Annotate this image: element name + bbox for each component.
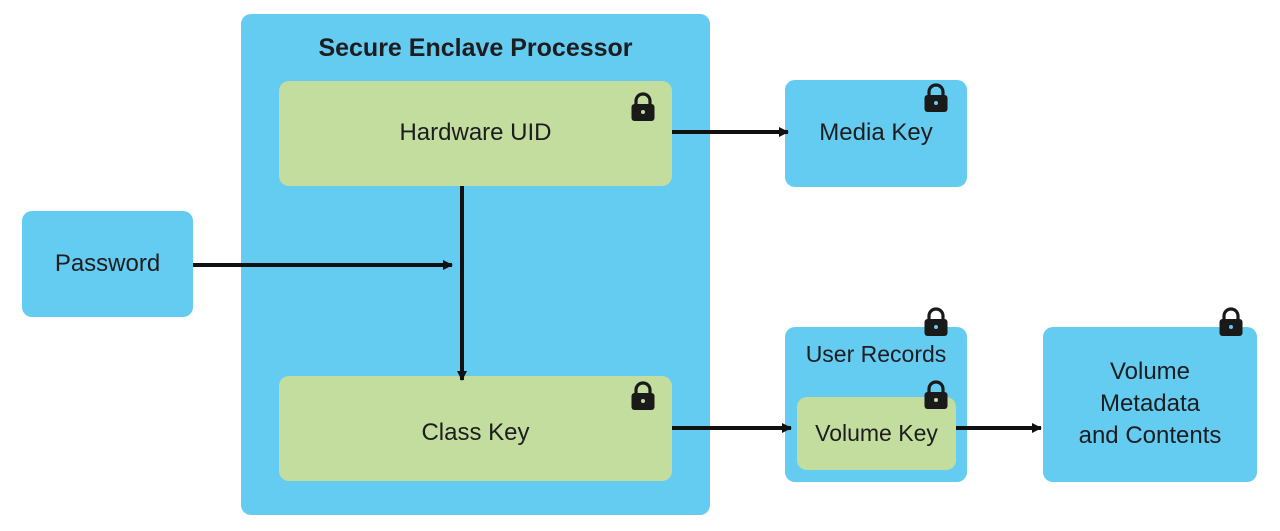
volume-key-box: Volume Key <box>797 380 956 470</box>
lock-icon <box>631 92 655 121</box>
class-key-label: Class Key <box>421 419 530 446</box>
media-key-box: Media Key <box>785 80 967 187</box>
password-label: Password <box>54 250 161 277</box>
volume-metadata-box: Volume Metadata and Contents <box>1043 307 1257 482</box>
lock-icon <box>1219 307 1243 336</box>
class-key-box: Class Key <box>279 376 672 481</box>
password-box: Password <box>22 211 193 317</box>
user-records-label: User Records <box>805 341 947 367</box>
volume-metadata-label: Volume Metadata and Contents <box>1078 358 1222 449</box>
lock-icon <box>631 381 655 410</box>
secure-enclave-title: Secure Enclave Processor <box>318 34 633 62</box>
lock-icon <box>924 307 948 336</box>
media-key-label: Media Key <box>819 119 933 146</box>
lock-icon <box>924 83 948 112</box>
hardware-uid-box: Hardware UID <box>279 81 672 186</box>
lock-icon <box>924 380 948 409</box>
hardware-uid-label: Hardware UID <box>399 119 552 146</box>
volume-key-label: Volume Key <box>815 420 938 446</box>
